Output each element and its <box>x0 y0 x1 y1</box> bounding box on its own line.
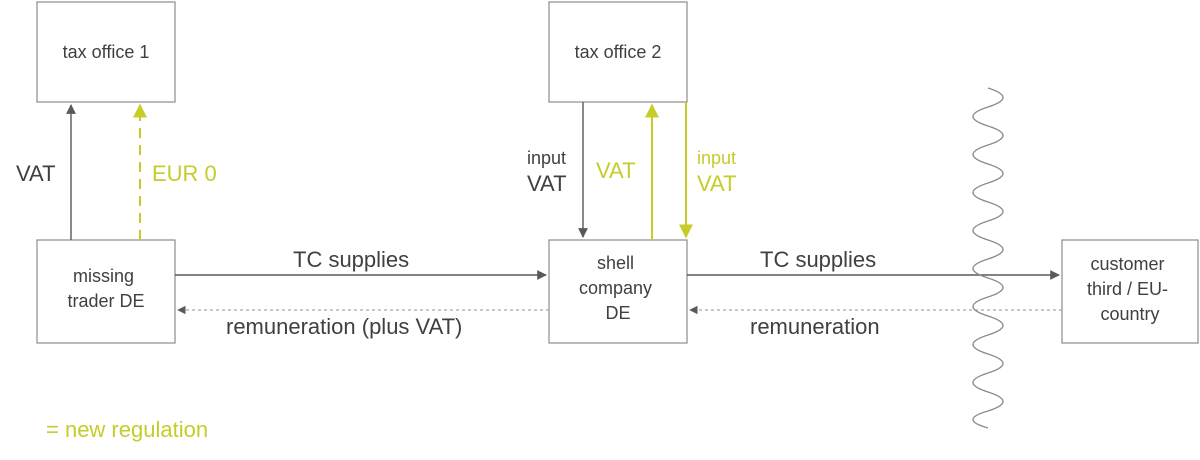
box-tax-office-2-line-1: tax office 2 <box>575 42 662 62</box>
svg-text:tax office 2: tax office 2 <box>575 42 662 62</box>
label-tc-supplies-1: TC supplies <box>293 247 409 272</box>
box-shell-company-line-3: DE <box>605 303 630 323</box>
box-shell-company: shell company DE <box>548 239 688 344</box>
label-tc-supplies-2: TC supplies <box>760 247 876 272</box>
legend-new-regulation: = new regulation <box>46 417 208 442</box>
border-wave <box>972 87 1004 429</box>
label-input-vat-lime: VAT <box>697 171 737 196</box>
box-customer-line-1: customer <box>1090 254 1164 274</box>
label-remuneration-plus-vat: remuneration (plus VAT) <box>226 314 462 339</box>
label-input-vat-gray: VAT <box>527 171 567 196</box>
svg-text:shell company DE: shell company DE <box>579 253 657 323</box>
svg-text:missing trader DE: missing trader DE <box>67 266 144 311</box>
box-tax-office-2: tax office 2 <box>548 1 688 103</box>
box-missing-trader-line-2: trader DE <box>67 291 144 311</box>
label-vat-left: VAT <box>16 161 56 186</box>
box-customer: customer third / EU- country <box>1061 239 1199 344</box>
label-remuneration: remuneration <box>750 314 880 339</box>
box-customer-line-3: country <box>1100 304 1159 324</box>
box-shell-company-line-1: shell <box>597 253 634 273</box>
label-input-gray: input <box>527 148 566 168</box>
box-tax-office-1-line-1: tax office 1 <box>63 42 150 62</box>
box-missing-trader: missing trader DE <box>36 239 176 344</box>
svg-text:customer third / EU-: customer third / EU- country <box>1087 254 1173 324</box>
label-input-lime: input <box>697 148 736 168</box>
box-shell-company-line-2: company <box>579 278 652 298</box>
box-missing-trader-line-1: missing <box>73 266 134 286</box>
svg-text:tax office 1: tax office 1 <box>63 42 150 62</box>
label-eur0: EUR 0 <box>152 161 217 186</box>
box-customer-line-2: third / EU- <box>1087 279 1168 299</box>
box-tax-office-1: tax office 1 <box>36 1 176 103</box>
label-vat-lime-mid: VAT <box>596 158 636 183</box>
